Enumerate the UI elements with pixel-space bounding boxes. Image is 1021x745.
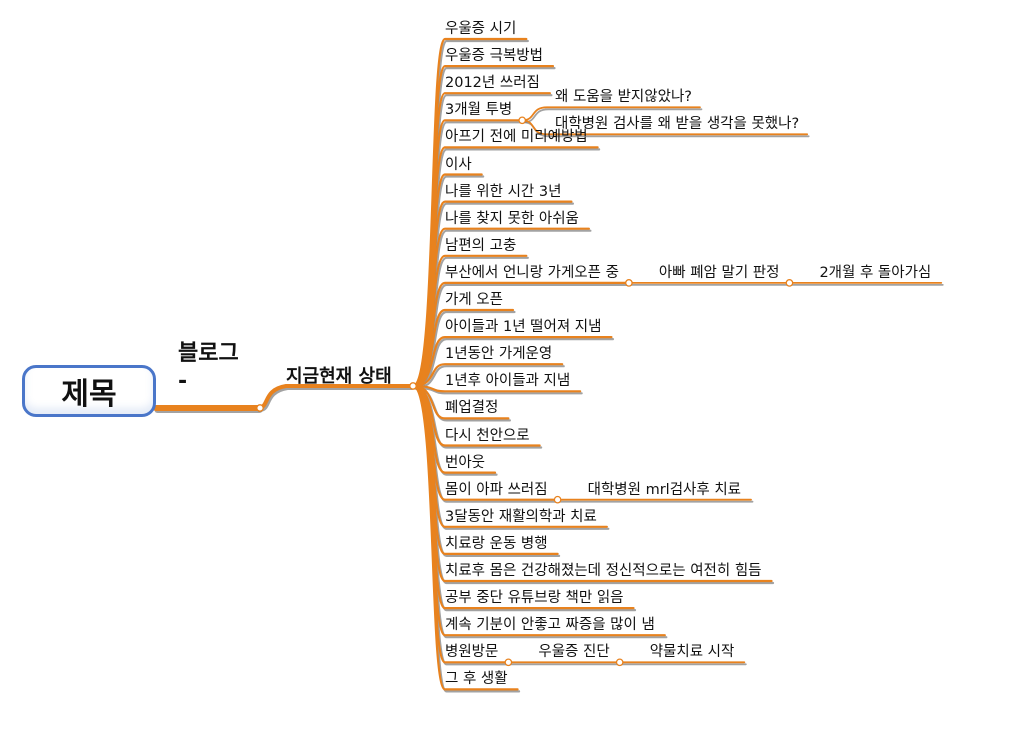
- branch-24-chain-dot-1[interactable]: [504, 658, 513, 667]
- branch-line-11: [411, 308, 515, 388]
- branch-line-10: [411, 281, 631, 388]
- branch-20[interactable]: 치료랑 운동 병행: [445, 535, 548, 552]
- root-node[interactable]: 제목: [22, 365, 156, 417]
- branch-21[interactable]: 치료후 몸은 건강해졌는데 정신적으로는 여전히 힘듬: [445, 563, 762, 579]
- node-blog-dot[interactable]: [256, 404, 264, 412]
- connector-blog-status-shadow: [257, 386, 414, 412]
- branch-24-chain-dot-2[interactable]: [615, 658, 624, 667]
- branch-7[interactable]: 나를 위한 시간 3년: [445, 183, 562, 200]
- branch-line-12: [411, 336, 613, 388]
- branch-24-chain-1[interactable]: 우울증 진단: [538, 644, 610, 661]
- branch-10-chain-1[interactable]: 아빠 폐암 말기 판정: [658, 264, 780, 281]
- branch-4[interactable]: 3개월 투병: [445, 102, 513, 119]
- branch-18-chain-dot-1[interactable]: [553, 495, 562, 504]
- branch-23[interactable]: 계속 기분이 안좋고 짜증을 많이 냄: [445, 617, 655, 634]
- root-label: 제목: [61, 377, 117, 412]
- node-blog-label: 블로그: [178, 341, 239, 366]
- branch-5[interactable]: 아프기 전에 미리예방법: [445, 129, 588, 146]
- branch-4-dot[interactable]: [518, 116, 527, 125]
- branch-4-child-1[interactable]: 왜 도움을 받지않았나?: [555, 89, 692, 106]
- branch-8[interactable]: 나를 찾지 못한 아쉬움: [445, 210, 579, 227]
- branch-11[interactable]: 가게 오픈: [445, 292, 503, 308]
- node-current-status[interactable]: 지금현재 상태: [286, 366, 392, 387]
- branch-19[interactable]: 3달동안 재활의학과 치료: [445, 508, 597, 525]
- branch-18-chain-1[interactable]: 대학병원 mrl검사후 치료: [587, 481, 742, 498]
- branch-24-chain-2[interactable]: 약물치료 시작: [649, 644, 735, 661]
- branch-6[interactable]: 이사: [445, 156, 472, 173]
- branch-12[interactable]: 아이들과 1년 떨어져 지냄: [445, 319, 602, 336]
- branch-line-19: [411, 384, 608, 528]
- branch-10-chain-2[interactable]: 2개월 후 돌아가심: [819, 264, 932, 281]
- branch-10[interactable]: 부산에서 언니랑 가게오픈 중: [445, 264, 619, 281]
- branch-22[interactable]: 공부 중단 유튜브랑 책만 읽음: [445, 590, 624, 607]
- branch-17[interactable]: 번아웃: [445, 454, 486, 471]
- branch-15[interactable]: 폐업결정: [445, 400, 499, 417]
- branch-25[interactable]: 그 후 생활: [445, 671, 508, 688]
- branch-10-chain-dot-1[interactable]: [625, 279, 633, 287]
- branch-13[interactable]: 1년동안 가게운영: [445, 346, 553, 363]
- branch-18[interactable]: 몸이 아파 쓰러짐: [445, 481, 548, 498]
- node-blog-sub: -: [178, 369, 188, 394]
- branch-3[interactable]: 2012년 쓰러짐: [445, 75, 540, 92]
- branch-4-child-2[interactable]: 대학병원 검사를 왜 받을 생각을 못했나?: [555, 116, 800, 133]
- branch-2[interactable]: 우울증 극복방법: [445, 48, 543, 65]
- branch-9[interactable]: 남편의 고충: [445, 237, 517, 254]
- node-status-dot[interactable]: [409, 382, 417, 390]
- branch-24[interactable]: 병원방문: [445, 644, 499, 661]
- branch-line-25: [411, 384, 519, 691]
- branch-1[interactable]: 우울증 시기: [445, 21, 517, 37]
- branch-16[interactable]: 다시 천안으로: [445, 427, 530, 444]
- branch-14[interactable]: 1년후 아이들과 지냄: [445, 373, 571, 390]
- node-blog[interactable]: 블로그 -: [178, 340, 239, 396]
- branch-10-chain-dot-2[interactable]: [785, 279, 794, 287]
